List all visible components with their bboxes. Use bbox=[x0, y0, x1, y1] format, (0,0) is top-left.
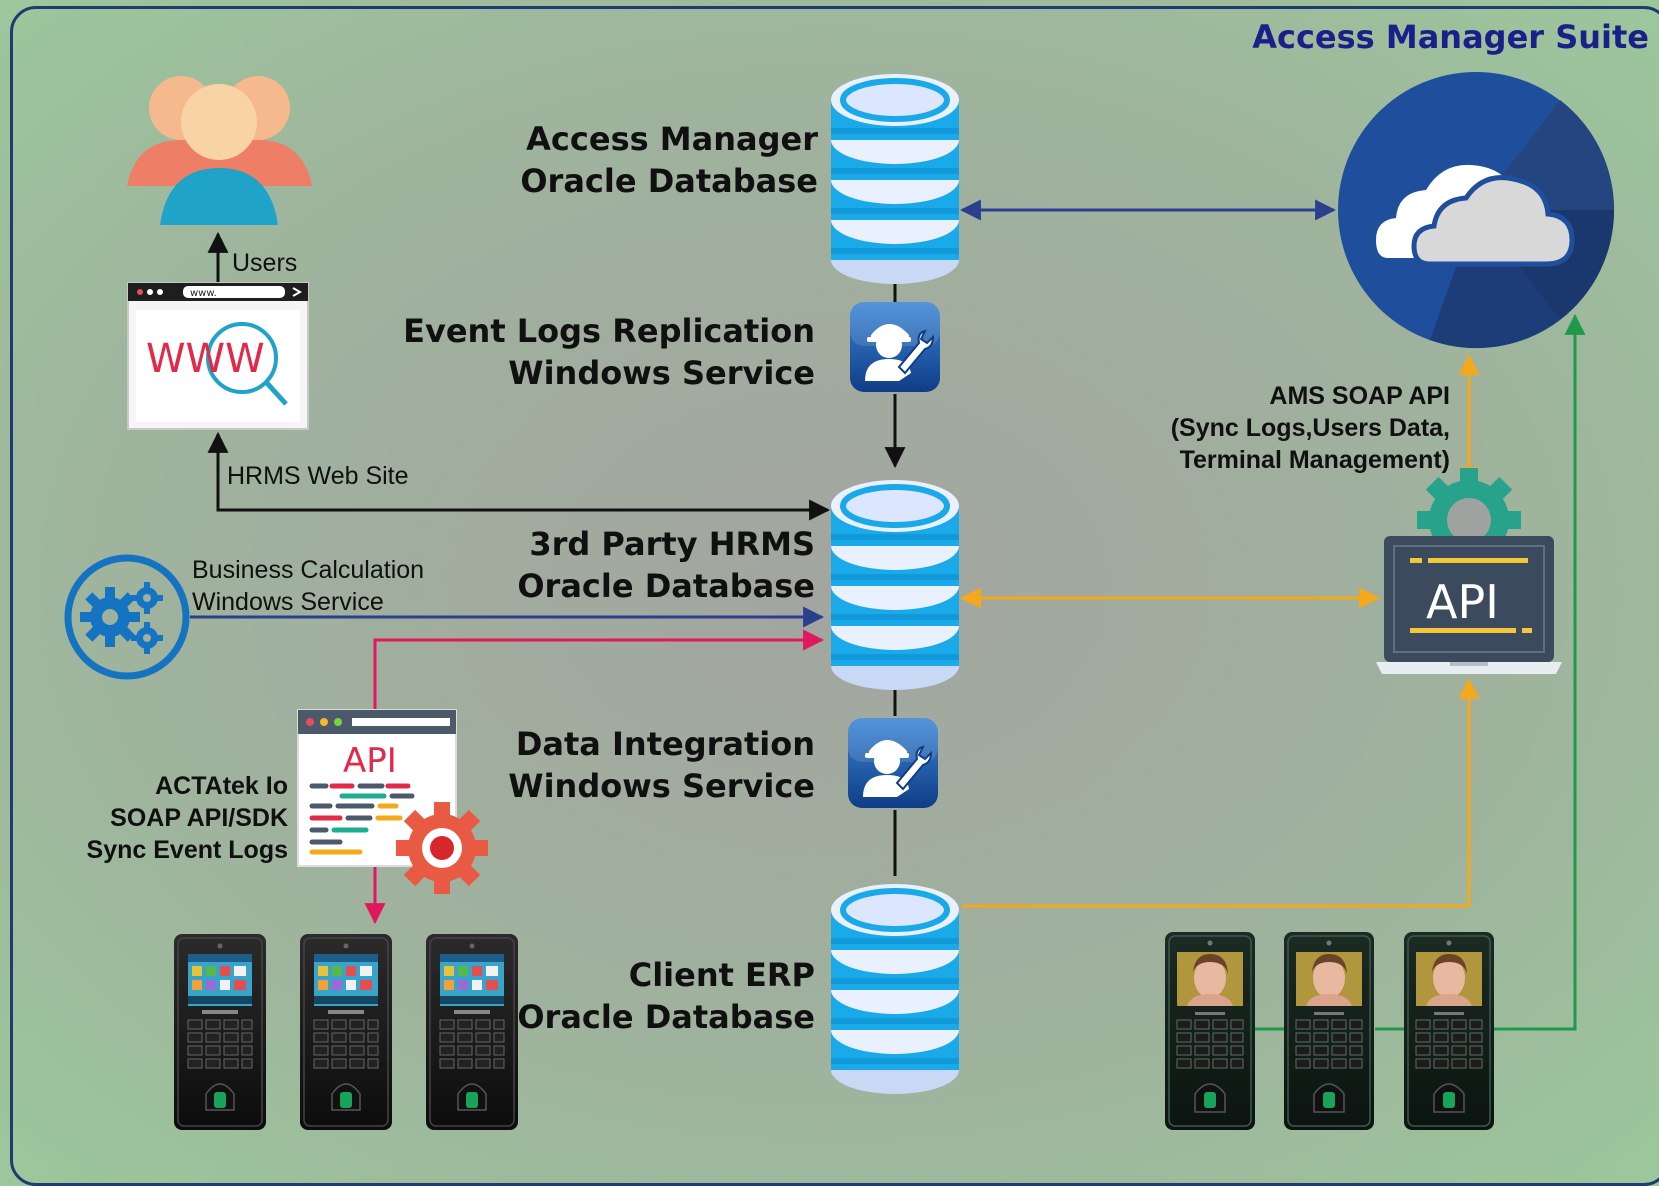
actatek-api-label-line1: ACTAtek Io bbox=[155, 772, 288, 800]
client-erp-db-label-line1: Client ERP bbox=[628, 956, 815, 994]
api-document-text: API bbox=[343, 741, 397, 781]
data-integration-service-label-line1: Data Integration bbox=[515, 725, 815, 763]
access-manager-db-label-line2: Oracle Database bbox=[520, 162, 818, 200]
cloud-icon bbox=[1338, 72, 1615, 349]
ams-soap-api-label-line3: Terminal Management) bbox=[1179, 446, 1450, 474]
hrms-db-label: 3rd Party HRMS Oracle Database bbox=[517, 523, 815, 607]
hrms-website-connector bbox=[207, 431, 831, 521]
actatek-terminal-1 bbox=[173, 933, 267, 1131]
actatek-api-label-line2: SOAP API/SDK bbox=[110, 804, 288, 832]
access-manager-db-label-line1: Access Manager bbox=[526, 120, 818, 158]
data-integration-service-icon bbox=[847, 717, 939, 809]
event-logs-service-icon bbox=[849, 301, 941, 393]
api-laptop-text: API bbox=[1426, 575, 1499, 629]
client-erp-db-icon bbox=[831, 884, 959, 1094]
suite-title: Access Manager Suite bbox=[1252, 18, 1649, 56]
users-icon bbox=[127, 76, 312, 225]
www-text: WWW bbox=[146, 336, 265, 382]
erp-to-api-arrow bbox=[962, 677, 1480, 908]
access-manager-db-icon bbox=[831, 74, 959, 284]
face-terminal-3 bbox=[1403, 931, 1495, 1131]
business-calc-label-line1: Business Calculation bbox=[192, 556, 425, 584]
client-erp-db-label-line2: Oracle Database bbox=[517, 998, 815, 1036]
data-integration-service-label: Data Integration Windows Service bbox=[508, 723, 815, 807]
data-integration-service-label-line2: Windows Service bbox=[508, 767, 815, 805]
www-browser-icon: www. WWW bbox=[127, 282, 309, 430]
ams-soap-api-label: AMS SOAP API (Sync Logs,Users Data, Term… bbox=[1171, 380, 1450, 476]
actatek-terminal-3 bbox=[425, 933, 519, 1131]
business-calc-label-line2: Windows Service bbox=[192, 588, 384, 616]
event-logs-service-label-line1: Event Logs Replication bbox=[403, 312, 815, 350]
hrms-db-icon bbox=[831, 480, 959, 690]
users-label: Users bbox=[232, 249, 298, 277]
event-logs-service-label: Event Logs Replication Windows Service bbox=[403, 310, 815, 394]
face-terminal-2 bbox=[1283, 931, 1375, 1131]
hrms-db-label-line2: Oracle Database bbox=[517, 567, 815, 605]
actatek-terminal-2 bbox=[299, 933, 393, 1131]
business-calc-label: Business Calculation Windows Service bbox=[192, 554, 424, 618]
hrms-website-label: HRMS Web Site bbox=[227, 462, 409, 490]
access-manager-db-label: Access Manager Oracle Database bbox=[520, 118, 818, 202]
face-terminal-1 bbox=[1164, 931, 1256, 1131]
browser-url-text: www. bbox=[190, 288, 217, 299]
client-erp-db-label: Client ERP Oracle Database bbox=[517, 954, 815, 1038]
hrms-db-label-line1: 3rd Party HRMS bbox=[529, 525, 815, 563]
ams-soap-api-label-line2: (Sync Logs,Users Data, bbox=[1170, 414, 1450, 442]
api-document-icon: API bbox=[297, 709, 488, 894]
actatek-api-label-line3: Sync Event Logs bbox=[86, 836, 288, 864]
ams-soap-api-label-line1: AMS SOAP API bbox=[1269, 382, 1450, 410]
api-laptop-icon: API bbox=[1376, 468, 1562, 674]
event-logs-service-label-line2: Windows Service bbox=[508, 354, 815, 392]
gears-icon bbox=[64, 554, 190, 680]
actatek-api-label: ACTAtek Io SOAP API/SDK Sync Event Logs bbox=[87, 770, 288, 866]
